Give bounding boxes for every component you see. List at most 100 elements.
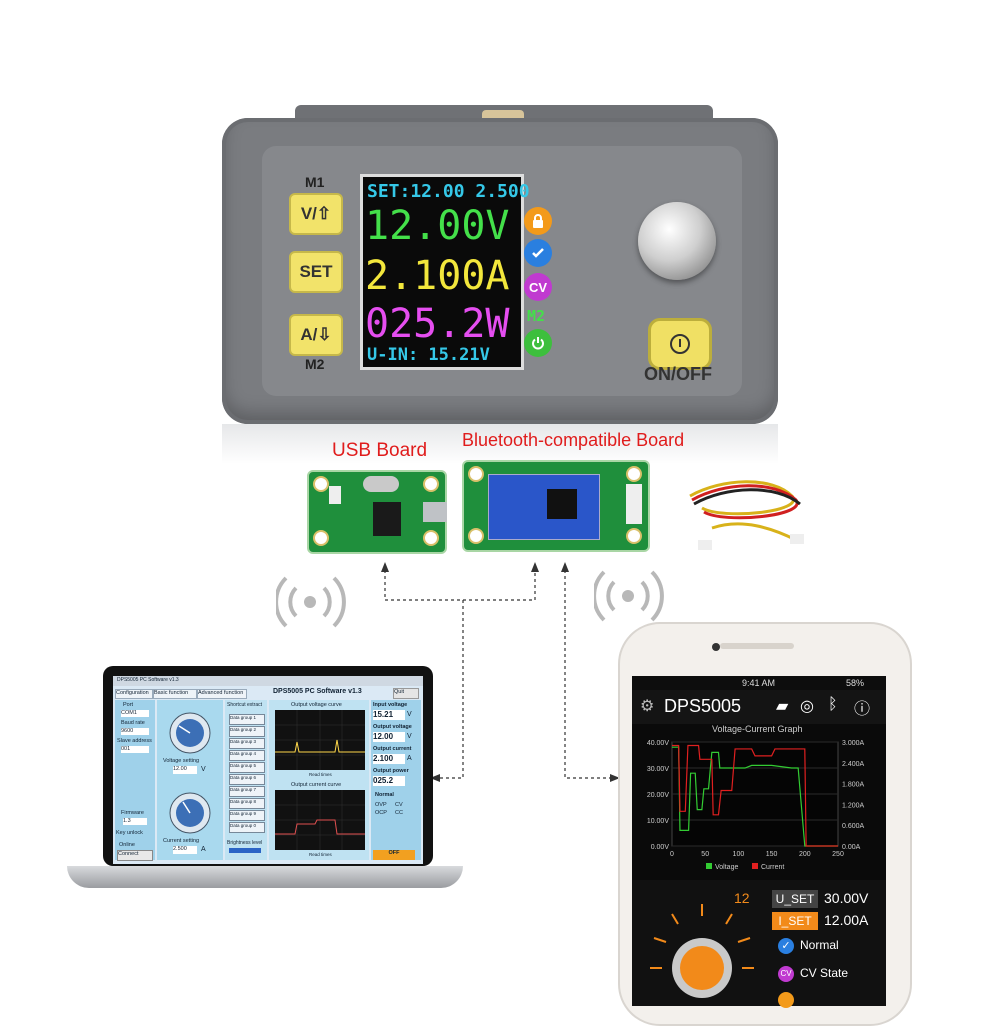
app-header: ⚙ DPS5005 ▰ ◎ ᛒ ⓘ (632, 690, 886, 724)
m2-label: M2 (305, 356, 325, 372)
read-times-label: Read times (309, 852, 332, 857)
brightness-label: Brightness level (227, 840, 263, 846)
current-setting-label: Current setting (163, 838, 200, 844)
dial-panel: Voltage setting 12.00 V Current setting … (157, 700, 223, 860)
data-group-button[interactable]: Data group 6 (229, 774, 265, 785)
power-icon (670, 334, 690, 354)
unit-v: V (407, 733, 412, 740)
data-group-button[interactable]: Data group 4 (229, 750, 265, 761)
u-set-value: 30.00V (824, 890, 869, 906)
tab-basic-function[interactable]: Basic function (153, 689, 197, 699)
globe-icon[interactable]: ◎ (800, 698, 814, 715)
voltage-up-button[interactable]: V/⇧ (289, 193, 343, 235)
on-off-label: ON/OFF (644, 364, 712, 384)
tab-configuration[interactable]: Configuration (115, 689, 153, 699)
quit-button[interactable]: Quit (393, 688, 419, 699)
data-group-button[interactable]: Data group 0 (229, 822, 265, 833)
cv-state: CV State (800, 966, 849, 980)
i-set-value: 12.00A (824, 912, 869, 928)
bluetooth-chip (547, 489, 577, 519)
y-right-tick: 0.00A (842, 844, 861, 851)
brightness-slider[interactable] (229, 848, 261, 853)
current-unit: A (201, 846, 206, 853)
connect-button[interactable]: Connect (117, 850, 153, 861)
uart-connector (626, 484, 642, 524)
baud-label: Baud rate (121, 720, 145, 726)
normal-status: Normal (375, 792, 394, 798)
legend-voltage-swatch (706, 863, 712, 869)
output-off-button[interactable]: OFF (373, 850, 415, 860)
data-group-button[interactable]: Data group 9 (229, 810, 265, 821)
x-tick: 0 (670, 851, 674, 858)
set-button[interactable]: SET (289, 251, 343, 293)
voltage-line (672, 746, 838, 847)
tab-advanced-function[interactable]: Advanced function (197, 689, 247, 699)
lock-icon (778, 992, 794, 1008)
output-current-value: 2.100 (373, 754, 405, 764)
rotary-encoder-knob[interactable] (638, 202, 716, 280)
wireless-signal-icon (276, 576, 346, 628)
app-title: DPS5005 (664, 696, 742, 716)
y-left-tick: 40.00V (647, 740, 670, 747)
wireless-signal-icon (594, 570, 664, 622)
key-unlock-label: Key unlock (116, 830, 143, 836)
lcd-current: 2.100A (365, 253, 510, 299)
current-dial[interactable] (165, 788, 215, 838)
power-button[interactable] (648, 318, 712, 370)
y-left-tick: 10.00V (647, 818, 670, 825)
info-icon[interactable]: ⓘ (854, 701, 871, 718)
lcd-voltage: 12.00V (365, 203, 510, 249)
slave-input[interactable]: 001 (121, 746, 149, 753)
x-tick: 150 (766, 851, 778, 858)
bluetooth-module (488, 474, 600, 540)
curves-panel: Output voltage curve Read times Output c… (269, 700, 369, 860)
data-group-button[interactable]: Data group 5 (229, 762, 265, 773)
phone-speaker (720, 643, 794, 649)
voltage-dial[interactable] (165, 708, 215, 758)
y-right-tick: 1.200A (842, 802, 865, 809)
data-group-button[interactable]: Data group 8 (229, 798, 265, 809)
data-group-button[interactable]: Data group 2 (229, 726, 265, 737)
legend-current: Current (761, 864, 784, 871)
readings-panel: Input voltage 15.21 V Output voltage 12.… (371, 700, 421, 860)
data-group-button[interactable]: Data group 3 (229, 738, 265, 749)
output-power-value: 025.2 (373, 776, 405, 786)
data-group-button[interactable]: Data group 7 (229, 786, 265, 797)
legend-current-swatch (752, 863, 758, 869)
usb-chip (373, 502, 401, 536)
control-area: 12 U_SET 30.00V I_SET 12.00A ✓ Normal CV… (632, 880, 886, 1008)
output-power-label: Output power (373, 768, 409, 774)
data-group-button[interactable]: Data group 1 (229, 714, 265, 725)
online-label: Online (119, 842, 135, 848)
y-left-tick: 30.00V (647, 766, 670, 773)
u-set-label[interactable]: U_SET (772, 890, 818, 908)
baud-select[interactable]: 9600 (121, 728, 149, 735)
cv-indicator: CV (395, 802, 403, 808)
app-logo-icon: ⚙ (640, 698, 655, 715)
port-label: Port (123, 702, 134, 708)
bluetooth-icon[interactable]: ᛒ (828, 696, 838, 713)
current-curve-chart (275, 790, 365, 850)
current-setting-value[interactable]: 2.500 (173, 846, 197, 854)
bluetooth-board (462, 460, 650, 552)
lcd-power: 025.2W (365, 301, 510, 347)
y-left-tick: 20.00V (647, 792, 670, 799)
folder-icon[interactable]: ▰ (776, 698, 789, 715)
input-voltage-value: 15.21 (373, 710, 405, 720)
lcd-set-line: SET:12.00 2.500 (367, 181, 530, 202)
set-dial[interactable] (642, 894, 762, 1006)
y-left-tick: 0.00V (651, 844, 670, 851)
phone-camera (712, 643, 720, 651)
micro-usb-port (423, 502, 447, 522)
shortcut-label: Shortcut extract (227, 702, 263, 708)
normal-check-icon: ✓ (778, 938, 794, 954)
cv-mode-icon: CV (524, 273, 552, 301)
voltage-setting-value[interactable]: 12.00 (173, 766, 197, 774)
window-title: DPS5005 PC Software v1.3 (117, 677, 179, 683)
current-down-button[interactable]: A/⇩ (289, 314, 343, 356)
port-select[interactable]: COM1 (121, 710, 149, 717)
app-title: DPS5005 PC Software v1.3 (273, 688, 362, 695)
i-set-label[interactable]: I_SET (772, 912, 818, 930)
